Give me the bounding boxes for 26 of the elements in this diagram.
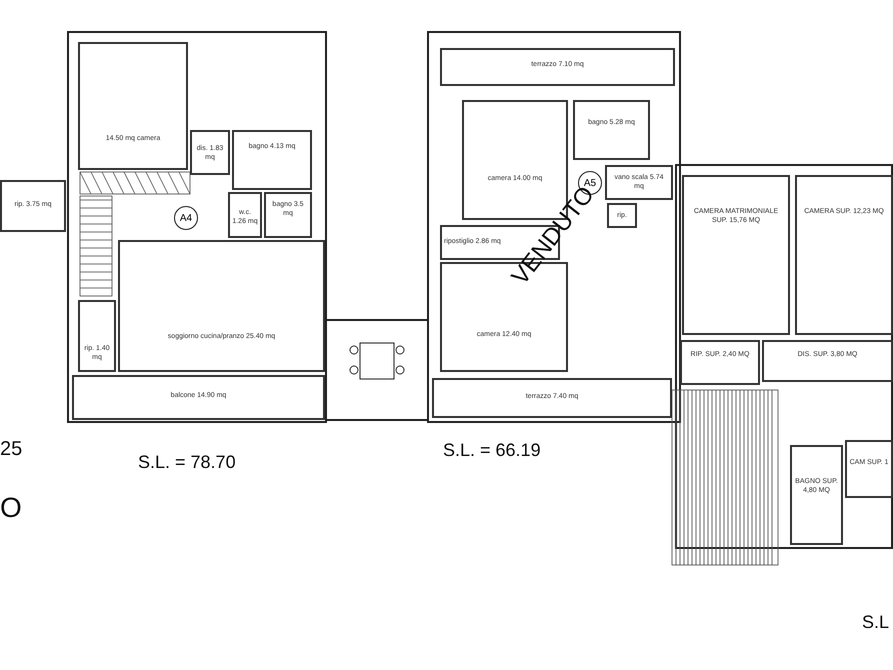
room-outline [228, 192, 262, 238]
room-outline [605, 165, 673, 200]
room-outline [432, 378, 672, 418]
room-outline [845, 440, 893, 498]
room-outline [682, 175, 790, 335]
room-outline [680, 340, 760, 385]
room-outline [72, 375, 325, 420]
room-outline [190, 130, 230, 175]
room-outline [264, 192, 312, 238]
area-label: S.L. = 78.70 [138, 452, 236, 473]
room-outline [440, 48, 675, 86]
area-label: 25 [0, 438, 22, 461]
room-outline [232, 130, 312, 190]
unit-number: A4 [174, 206, 198, 230]
room-outline [573, 100, 650, 160]
room-outline [790, 445, 843, 545]
room-outline [795, 175, 893, 335]
room-outline [78, 300, 116, 372]
area-label: S.L. = 66.19 [443, 440, 541, 461]
room-outline [0, 180, 66, 232]
room-outline [118, 240, 325, 372]
room-outline [607, 203, 637, 228]
area-label: S.L [862, 612, 890, 633]
room-outline [762, 340, 893, 382]
room-outline [78, 42, 188, 170]
area-label: O [0, 492, 22, 524]
